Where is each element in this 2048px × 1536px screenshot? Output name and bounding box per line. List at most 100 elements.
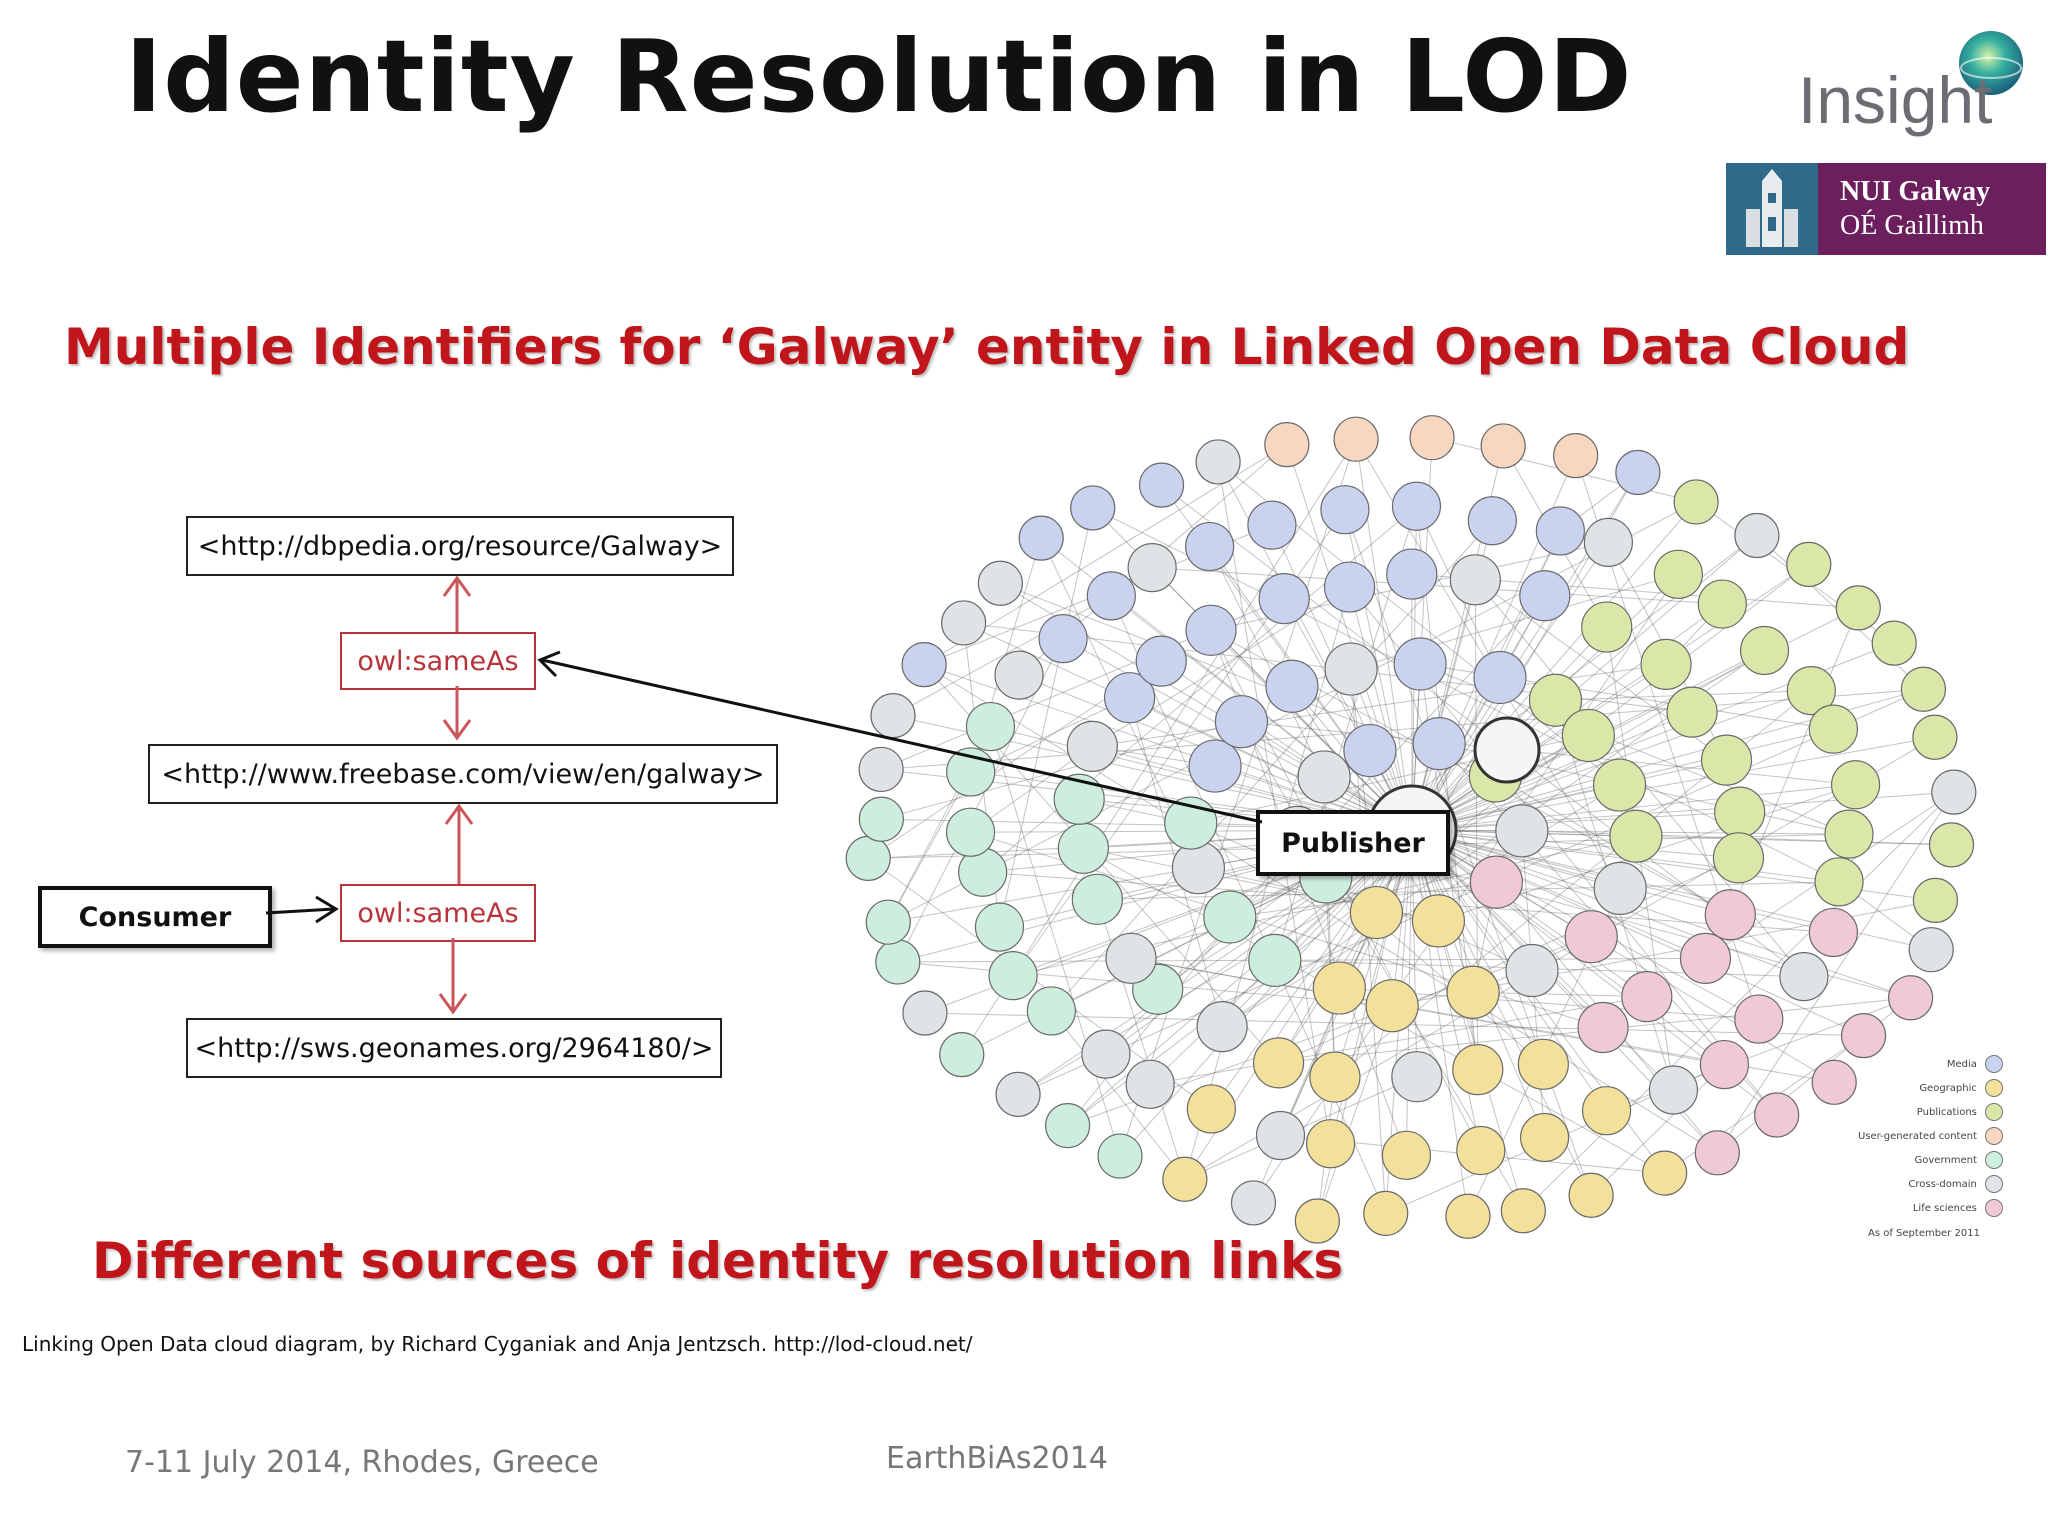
cloud-node	[1714, 786, 1766, 838]
cloud-node	[1734, 512, 1780, 559]
cloud-node	[870, 693, 916, 739]
cloud-node	[946, 747, 996, 797]
cloud-node	[901, 642, 947, 688]
cloud-node	[1018, 515, 1064, 561]
cloud-node	[1786, 666, 1836, 716]
cloud-node	[1071, 873, 1123, 925]
cloud-node	[1127, 543, 1177, 593]
cloud-node	[1294, 1198, 1340, 1244]
cloud-node	[1264, 422, 1310, 468]
insight-logo	[1790, 18, 2030, 138]
footer-event: EarthBiAs2014	[886, 1441, 1108, 1476]
cloud-node	[1912, 714, 1958, 760]
cloud-node	[1505, 943, 1559, 998]
cloud-node	[1247, 500, 1297, 550]
cloud-node	[1887, 975, 1934, 1021]
uri-geonames-galway: <http://sws.geonames.org/2964180/>	[186, 1018, 722, 1078]
cloud-node	[1473, 650, 1527, 705]
cloud-node	[1138, 462, 1185, 508]
cloud-node	[1679, 932, 1732, 984]
cloud-node	[1824, 809, 1874, 859]
cloud-node	[1648, 1065, 1699, 1115]
arrow-consumer-to-sameas	[265, 907, 335, 915]
cloud-node	[1928, 822, 1975, 868]
cloud-node	[1653, 549, 1703, 599]
legend-swatch	[1984, 1199, 2003, 1217]
cloud-node	[1255, 1110, 1306, 1161]
cloud-node	[1214, 695, 1269, 749]
cloud-node	[1456, 1125, 1506, 1176]
publisher-box: Publisher	[1256, 810, 1450, 876]
cloud-node	[1363, 1190, 1409, 1237]
cloud-link	[982, 871, 1834, 933]
cloud-node	[1452, 1044, 1504, 1096]
nui-name: NUI Galway	[1840, 176, 1991, 207]
legend-swatch	[1984, 1127, 2003, 1145]
arrowhead-publisher	[537, 650, 561, 678]
cloud-node	[1386, 548, 1438, 600]
cloud-node	[1553, 433, 1599, 479]
cloud-node	[1066, 720, 1118, 772]
cloud-node	[1309, 1051, 1361, 1103]
arrowhead-consumer	[315, 895, 339, 924]
cloud-link	[1210, 829, 1413, 1110]
cloud-node	[1704, 889, 1756, 941]
legend-swatch	[1984, 1103, 2003, 1121]
cloud-link	[1473, 991, 1647, 998]
legend-item-ugc: User-generated content	[1858, 1124, 2003, 1148]
cloud-node	[1912, 877, 1959, 923]
cloud-node	[1700, 734, 1753, 786]
cloud-node	[858, 746, 904, 793]
cloud-node	[1734, 994, 1784, 1044]
cloud-link	[1590, 1064, 1725, 1196]
cloud-node	[1445, 1193, 1491, 1239]
cloud-node	[1449, 554, 1501, 606]
cloud-node	[1097, 1133, 1143, 1179]
cloud-node	[1581, 1086, 1632, 1136]
cloud-node	[1411, 894, 1466, 948]
cloud-node	[1343, 723, 1397, 778]
cloud-node	[845, 835, 891, 882]
uri-freebase-galway: <http://www.freebase.com/view/en/galway>	[148, 744, 778, 804]
cloud-link	[1411, 711, 1693, 831]
legend-item-cross-domain: Cross-domain	[1858, 1172, 2003, 1196]
cloud-node	[1500, 1188, 1546, 1234]
cloud-node	[1312, 961, 1366, 1015]
cloud-node	[1581, 601, 1633, 653]
cloud-node	[1469, 855, 1523, 909]
figure-credit: Linking Open Data cloud diagram, by Rich…	[22, 1332, 973, 1356]
cloud-node	[988, 951, 1038, 1001]
cloud-node	[1835, 585, 1881, 631]
legend-swatch	[1984, 1079, 2003, 1097]
cloud-node	[1391, 1051, 1443, 1103]
cloud-node	[1754, 1092, 1800, 1138]
cloud-node	[939, 1032, 985, 1078]
cloud-link	[1217, 461, 1332, 1144]
cloud-node	[994, 650, 1044, 700]
cloud-node	[1324, 642, 1378, 696]
cloud-node	[1673, 479, 1719, 525]
cloud-node	[1333, 416, 1379, 462]
cloud-date-label: As of September 2011	[1868, 1228, 1980, 1239]
legend-item-government: Government	[1858, 1148, 2003, 1172]
insight-logo-text: Insight	[1798, 63, 1993, 137]
cloud-node	[1699, 1039, 1750, 1090]
cloud-link	[1050, 1010, 1186, 1180]
cloud-node	[965, 701, 1016, 752]
cloud-link	[1017, 688, 1924, 1095]
legend-item-geographic: Geographic	[1858, 1076, 2003, 1100]
cloud-link	[1152, 567, 1723, 605]
cloud-node	[1171, 841, 1226, 895]
cloud-node	[995, 1071, 1041, 1117]
cloud-link	[1411, 829, 1648, 998]
arrowhead-freebase-top	[442, 719, 472, 741]
cloud-link	[1067, 829, 1413, 1127]
cloud-node	[1712, 832, 1765, 884]
cloud-node	[1535, 506, 1585, 556]
slide-subtitle: Multiple Identifiers for ‘Galway’ entity…	[64, 318, 1910, 376]
cloud-node	[1642, 1150, 1688, 1196]
legend-swatch	[1984, 1175, 2003, 1193]
cloud-link	[1716, 791, 1955, 1154]
cloud-link	[1411, 829, 1706, 959]
sameas-link-bottom: owl:sameAs	[340, 884, 536, 942]
